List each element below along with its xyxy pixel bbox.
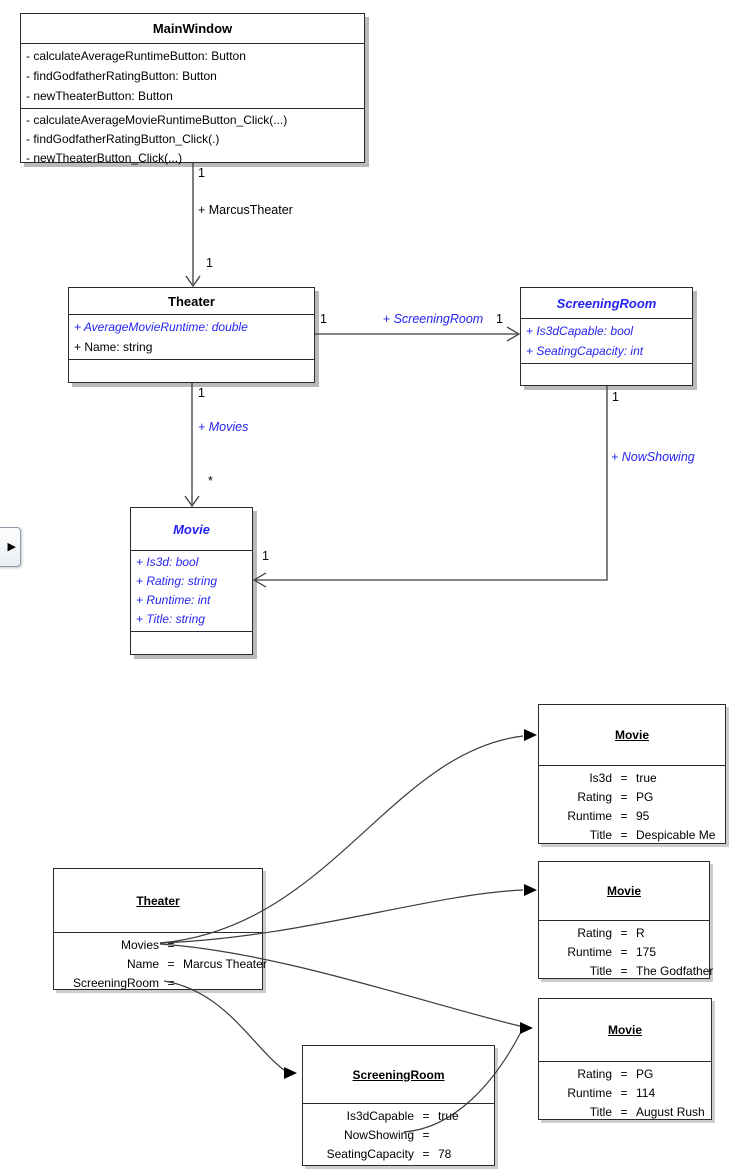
theater-empty-section	[69, 359, 314, 382]
class-member: - newTheaterButton_Click(...)	[26, 151, 183, 165]
object-title-movie: Movie	[607, 1023, 642, 1037]
multiplicity-label: 1	[320, 312, 327, 326]
theater-members-section: + AverageMovieRuntime: double + Name: st…	[69, 314, 314, 359]
class-box-screeningroom[interactable]: ScreeningRoom + Is3dCapable: bool + Seat…	[520, 287, 693, 386]
object-title-theater: Theater	[136, 893, 180, 908]
class-title-mainwindow: MainWindow	[152, 21, 233, 36]
multiplicity-label: 1	[206, 256, 213, 270]
class-member: - calculateAverageRuntimeButton: Button	[26, 49, 246, 63]
class-member: + Is3d: bool	[136, 555, 199, 569]
class-member: + SeatingCapacity: int	[526, 344, 644, 358]
object-row: SeatingCapacity=78	[326, 1147, 452, 1161]
class-member: + Title: string	[136, 612, 205, 626]
object-title-movie: Movie	[614, 728, 649, 742]
class-title-screeningroom: ScreeningRoom	[556, 295, 657, 311]
screeningroom-members-section: + Is3dCapable: bool + SeatingCapacity: i…	[521, 318, 692, 363]
class-box-movie[interactable]: Movie + Is3d: bool + Rating: string + Ru…	[130, 507, 253, 655]
object-box-movie-1[interactable]: Movie Is3d=true Rating=PG Runtime=95 Tit…	[538, 704, 726, 844]
class-member: + AverageMovieRuntime: double	[74, 320, 248, 334]
arrowhead	[284, 1067, 297, 1079]
association-name-label: + NowShowing	[611, 450, 695, 464]
multiplicity-label: 1	[496, 312, 503, 326]
class-member: - findGodfatherRatingButton_Click(.)	[26, 132, 220, 146]
arrowhead	[524, 884, 537, 896]
object-row: Runtime=175	[567, 945, 657, 959]
class-member: + Is3dCapable: bool	[526, 324, 634, 338]
arrowhead	[520, 1022, 533, 1034]
class-member: + Rating: string	[136, 574, 218, 588]
multiplicity-label: 1	[198, 166, 205, 180]
class-box-mainwindow[interactable]: MainWindow - calculateAverageRuntimeButt…	[20, 13, 365, 165]
multiplicity-label: 1	[612, 390, 619, 404]
object-row: Is3dCapable=true	[346, 1109, 459, 1123]
class-box-theater[interactable]: Theater + AverageMovieRuntime: double + …	[68, 287, 315, 383]
mainwindow-fields-section: - calculateAverageRuntimeButton: Button …	[21, 43, 364, 108]
class-member: - newTheaterButton: Button	[26, 89, 173, 103]
object-row: Runtime=95	[567, 809, 650, 823]
object-row: Runtime=114	[567, 1086, 656, 1100]
object-row: Is3d=true	[589, 771, 657, 785]
object-row: Title=August Rush	[589, 1105, 705, 1119]
object-row: Rating=PG	[577, 790, 654, 804]
association-name-label: + Movies	[198, 420, 249, 434]
association-name-label: + MarcusTheater	[198, 203, 293, 217]
association-name-label: + ScreeningRoom	[382, 312, 484, 326]
object-row: Title=The Godfather	[589, 964, 714, 978]
multiplicity-label: 1	[198, 386, 205, 400]
expand-right-icon: ▶	[7, 540, 16, 553]
object-row: NowShowing=	[343, 1128, 430, 1142]
object-box-screeningroom[interactable]: ScreeningRoom Is3dCapable=true NowShowin…	[302, 1045, 495, 1166]
movie-empty-section	[131, 631, 252, 654]
multiplicity-label: *	[208, 474, 213, 488]
class-member: - findGodfatherRatingButton: Button	[26, 69, 217, 83]
object-box-movie-3[interactable]: Movie Rating=PG Runtime=114 Title=August…	[538, 998, 712, 1120]
movie-members-section: + Is3d: bool + Rating: string + Runtime:…	[131, 550, 252, 631]
object-row: Movies=	[120, 938, 175, 952]
class-member: - calculateAverageMovieRuntimeButton_Cli…	[26, 113, 288, 127]
association-nowshowing[interactable]	[256, 386, 608, 581]
class-member: + Runtime: int	[136, 593, 211, 607]
object-row: Title=Despicable Me	[589, 828, 716, 842]
mainwindow-methods-section: - calculateAverageMovieRuntimeButton_Cli…	[21, 108, 364, 170]
object-row: Rating=R	[577, 926, 645, 940]
object-row: Rating=PG	[577, 1067, 654, 1081]
object-box-theater[interactable]: Theater Movies= Name=Marcus Theater Scre…	[53, 868, 267, 990]
class-title-theater: Theater	[168, 293, 215, 309]
expand-panel-button[interactable]: ▶	[0, 527, 21, 567]
class-member: + Name: string	[74, 340, 153, 354]
arrowhead	[524, 729, 537, 741]
screeningroom-empty-section	[521, 363, 692, 385]
multiplicity-label: 1	[262, 549, 269, 563]
object-row: ScreeningRoom=	[72, 976, 175, 990]
object-row: Name=Marcus Theater	[126, 957, 267, 971]
object-box-movie-2[interactable]: Movie Rating=R Runtime=175 Title=The God…	[538, 861, 714, 979]
object-title-screeningroom: ScreeningRoom	[352, 1067, 445, 1082]
object-title-movie: Movie	[606, 884, 641, 898]
class-title-movie: Movie	[173, 521, 210, 537]
